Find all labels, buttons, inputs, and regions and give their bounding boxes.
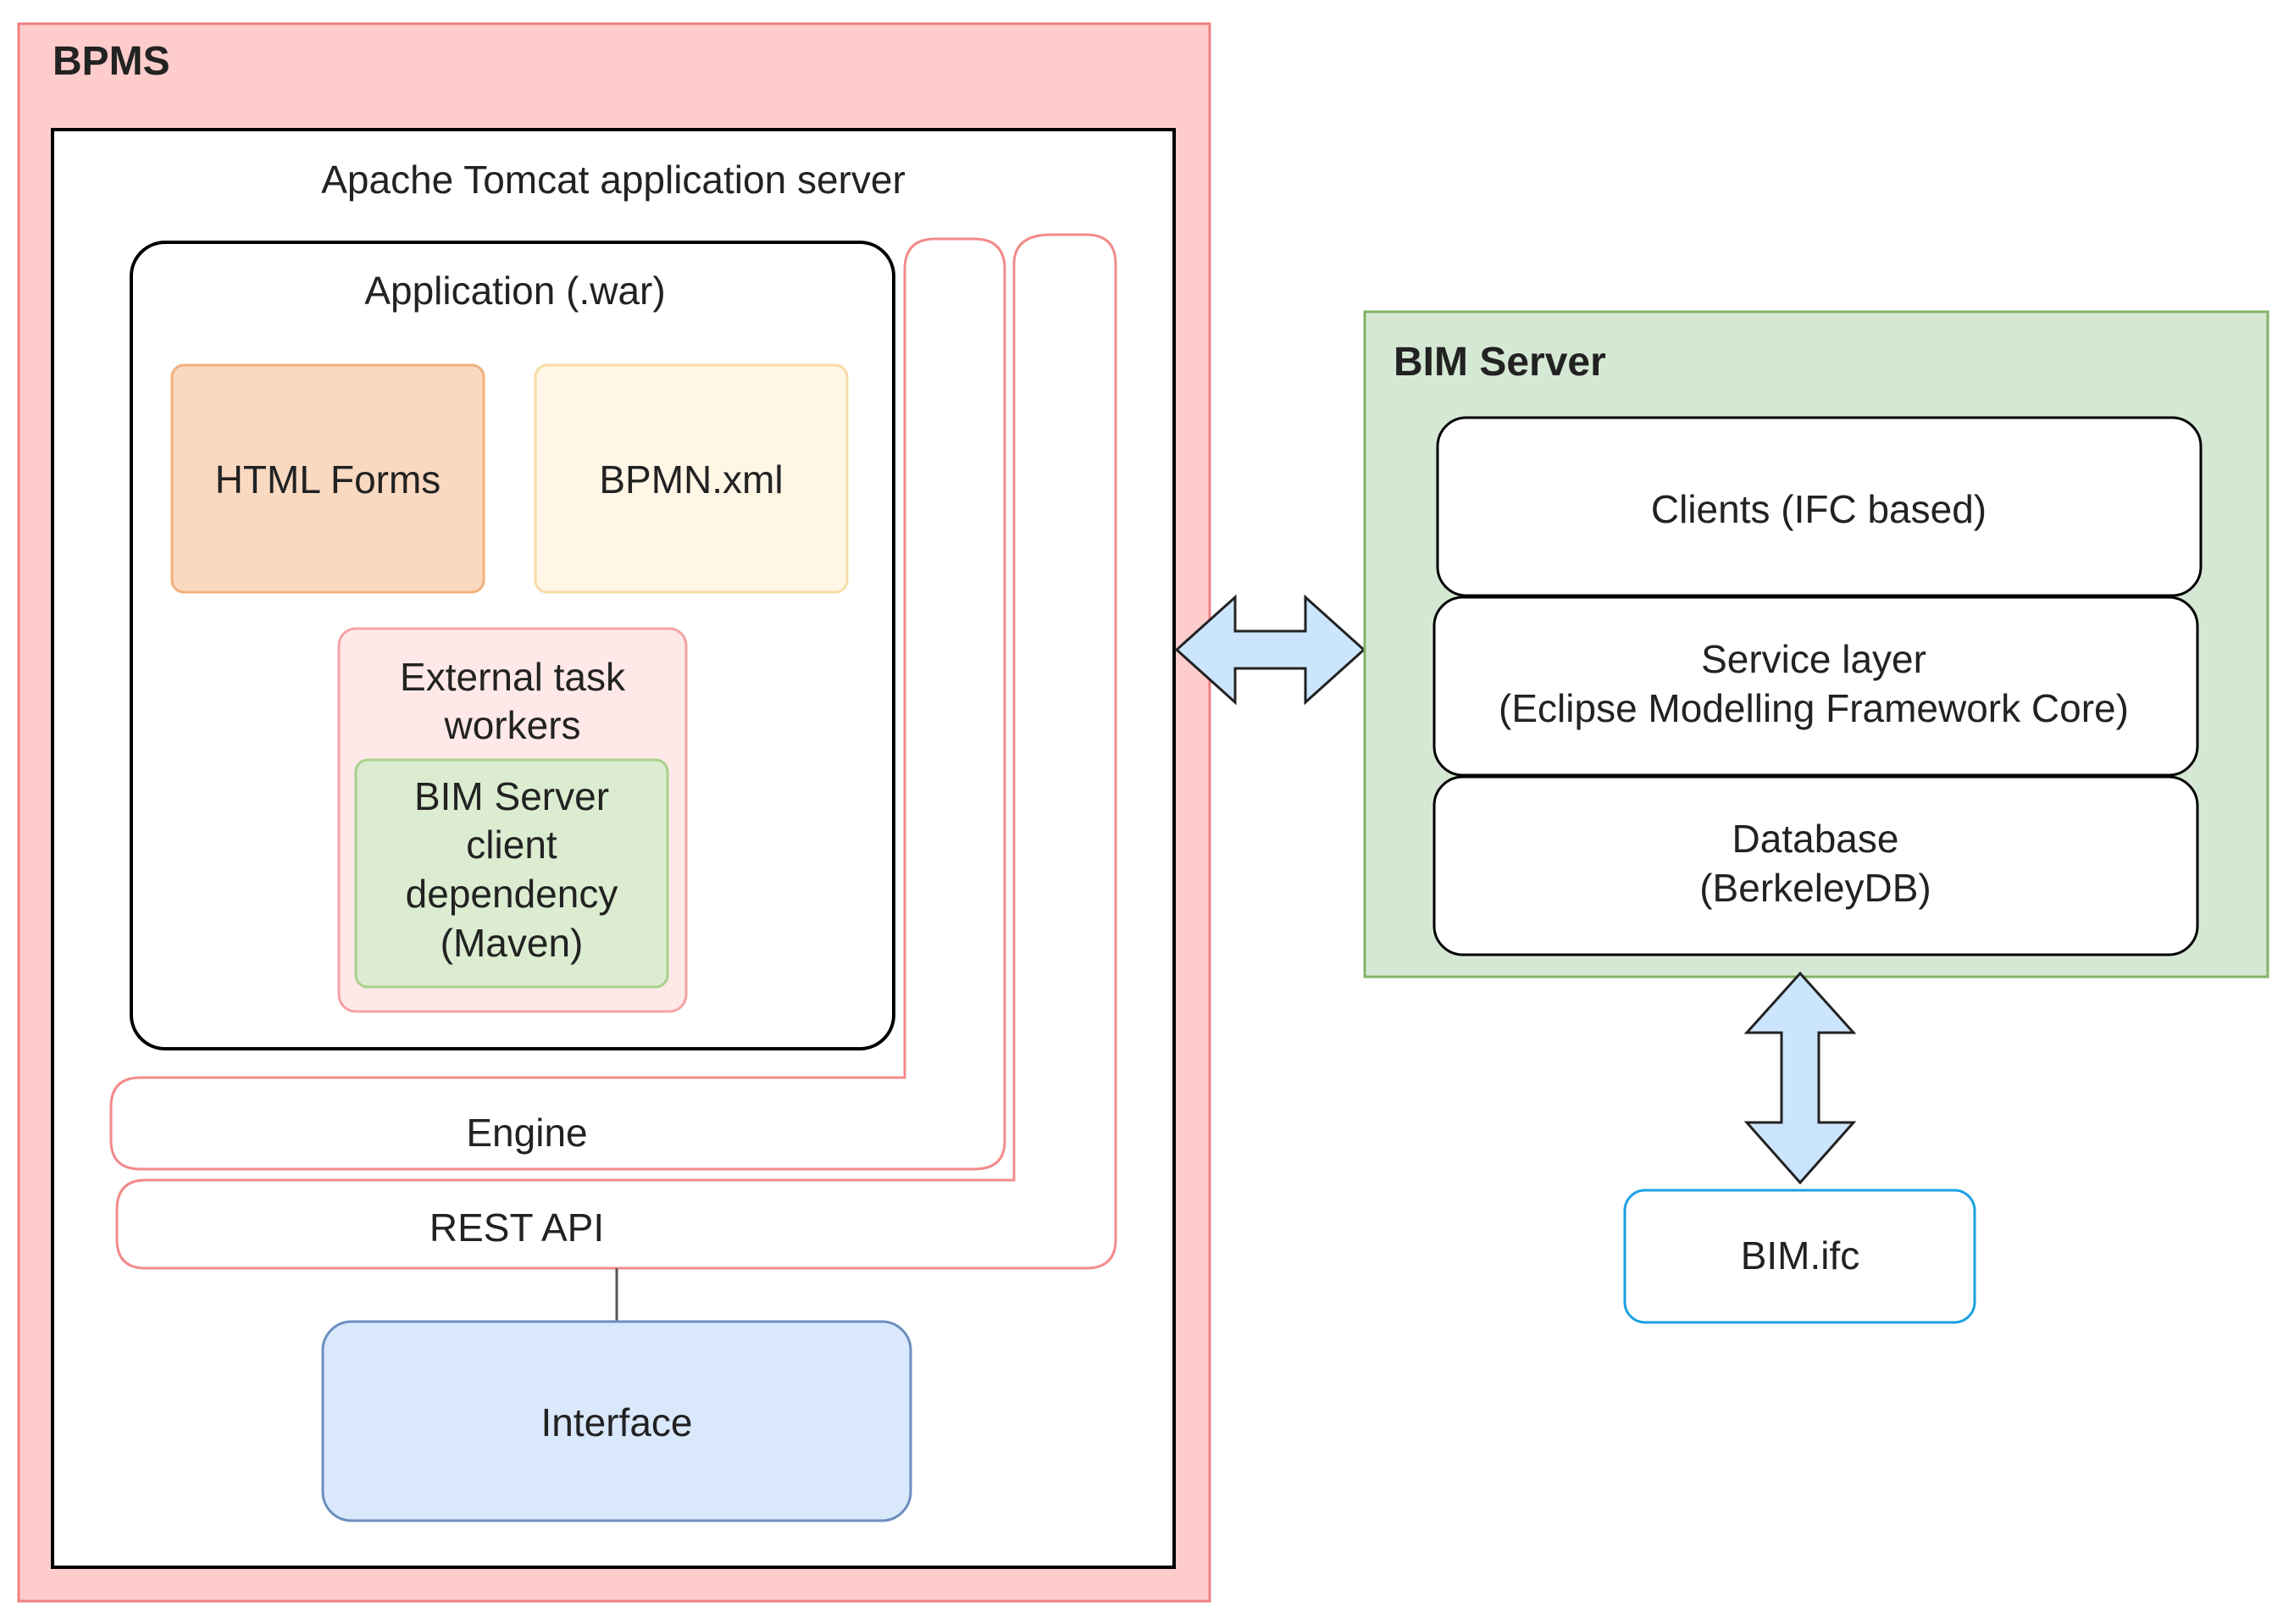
- application-title: Application (.war): [364, 269, 665, 313]
- interface-label: Interface: [541, 1400, 693, 1444]
- rest-api-label: REST API: [429, 1206, 604, 1250]
- html-forms-box: [170, 363, 485, 594]
- bim-client-dependency-line3: dependency: [406, 872, 618, 916]
- clients-box: [1436, 416, 2203, 597]
- bpms-title: BPMS: [53, 39, 170, 84]
- bim-client-dependency-line1: BIM Server: [414, 774, 609, 818]
- bim-client-dependency-line2: client: [466, 823, 557, 867]
- engine-label: Engine: [466, 1111, 587, 1155]
- bpmn-xml-box: [534, 363, 849, 594]
- external-task-workers-line1: External task: [400, 655, 626, 699]
- external-task-workers-line2: workers: [443, 703, 580, 747]
- bpmn-xml-label: BPMN.xml: [599, 457, 783, 502]
- clients-label: Clients (IFC based): [1651, 487, 1987, 531]
- html-forms-label: HTML Forms: [215, 457, 441, 502]
- bim-server-title: BIM Server: [1394, 340, 1606, 385]
- bim-ifc-box: [1623, 1189, 1976, 1324]
- service-layer-line1: Service layer: [1701, 637, 1926, 681]
- tomcat-title: Apache Tomcat application server: [321, 158, 906, 202]
- bim-ifc-label: BIM.ifc: [1741, 1233, 1860, 1278]
- interface-box: [321, 1320, 912, 1522]
- service-layer-line2: (Eclipse Modelling Framework Core): [1499, 686, 2129, 730]
- bim-server-ifc-double-arrow: [1743, 971, 1857, 1185]
- database-box: [1432, 775, 2199, 956]
- rest-api-layer: [115, 233, 1117, 1270]
- database-line2: (BerkeleyDB): [1699, 866, 1931, 910]
- bim-client-dependency-line4: (Maven): [441, 921, 584, 965]
- bim-client-dependency-box: [354, 758, 669, 989]
- engine-layer: [109, 237, 1006, 1171]
- database-line1: Database: [1732, 817, 1899, 861]
- service-layer-box: [1432, 596, 2199, 777]
